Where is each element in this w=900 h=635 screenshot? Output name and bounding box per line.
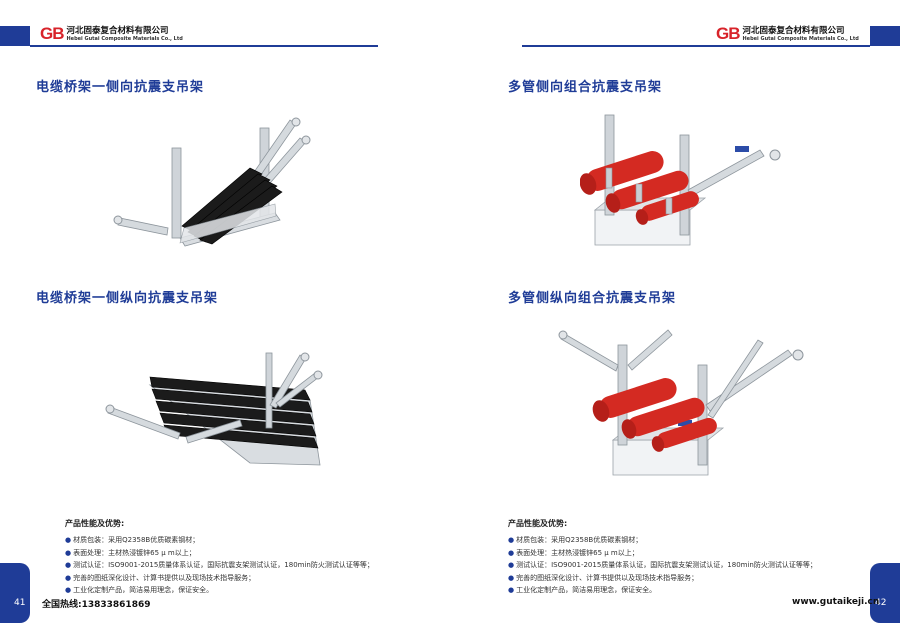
bullet-icon: ● xyxy=(508,536,515,545)
page-number-tab xyxy=(0,563,30,623)
bullet-icon: ● xyxy=(508,548,515,557)
features-list-right: 产品性能及优势: ●材质包装：采用Q2358B优质碳素钢材； ●表面处理：主材热… xyxy=(508,518,817,596)
feature-item: ●测试认证：ISO9001-2015质量体系认证，国际抗震支架测试认证，180m… xyxy=(508,561,817,570)
cable-tray-lateral-support-illustration xyxy=(113,117,311,247)
multi-pipe-lateral-support-illustration xyxy=(580,114,781,246)
bullet-icon: ● xyxy=(508,561,515,570)
company-name-cn: 河北固泰复合材料有限公司 xyxy=(742,25,845,36)
logo-mark: GB xyxy=(716,24,740,43)
website-link[interactable]: www.gutaikeji.cn xyxy=(792,597,880,607)
features-title: 产品性能及优势: xyxy=(508,519,568,528)
feature-item: ●完善的图纸深化设计、计算书提供以及现场技术指导服务； xyxy=(508,573,699,582)
header-rule xyxy=(30,45,378,47)
bullet-icon: ● xyxy=(65,548,72,557)
section-title-multi-pipe-longitudinal: 多管侧纵向组合抗震支吊架 xyxy=(508,291,677,306)
hotline: 全国热线:13833861869 xyxy=(42,600,151,610)
section-title-cable-tray-longitudinal: 电缆桥架一侧纵向抗震支吊架 xyxy=(36,291,219,306)
feature-item: ●测试认证：ISO9001-2015质量体系认证，国际抗震支架测试认证，180m… xyxy=(65,561,374,570)
bullet-icon: ● xyxy=(65,586,72,595)
bullet-icon: ● xyxy=(508,586,515,595)
section-title-multi-pipe-lateral: 多管侧向组合抗震支吊架 xyxy=(508,80,663,95)
left-page: GB 河北固泰复合材料有限公司 Hebei Gutai Composite Ma… xyxy=(0,24,378,623)
feature-item: ●工业化定制产品，简洁易用理念，保证安全。 xyxy=(65,586,214,595)
features-title: 产品性能及优势: xyxy=(65,519,125,528)
bullet-icon: ● xyxy=(508,573,515,582)
bullet-icon: ● xyxy=(65,561,72,570)
page-number-tab xyxy=(870,563,900,623)
page-number: 42 xyxy=(875,598,887,608)
feature-item: ●材质包装：采用Q2358B优质碳素钢材； xyxy=(65,536,200,545)
company-logo: GB 河北固泰复合材料有限公司 Hebei Gutai Composite Ma… xyxy=(716,25,859,43)
feature-item: ●表面处理：主材热浸镀锌65 μ m以上； xyxy=(508,548,639,557)
features-list-left: 产品性能及优势: ●材质包装：采用Q2358B优质碳素钢材； ●表面处理：主材热… xyxy=(65,518,374,596)
feature-item: ●工业化定制产品，简洁易用理念，保证安全。 xyxy=(508,586,657,595)
bullet-icon: ● xyxy=(65,536,72,545)
company-name-en: Hebei Gutai Composite Materials Co., Ltd xyxy=(742,35,859,42)
bullet-icon: ● xyxy=(65,573,72,582)
header-accent-bar xyxy=(870,26,900,46)
feature-item: ●完善的图纸深化设计、计算书提供以及现场技术指导服务； xyxy=(65,573,256,582)
feature-item: ●材质包装：采用Q2358B优质碳素钢材； xyxy=(508,536,643,545)
header-rule xyxy=(522,45,870,47)
company-name-en: Hebei Gutai Composite Materials Co., Ltd xyxy=(66,35,183,42)
page-number: 41 xyxy=(14,598,26,608)
feature-item: ●表面处理：主材热浸镀锌65 μ m以上； xyxy=(65,548,196,557)
header-accent-bar xyxy=(0,26,30,46)
company-logo: GB 河北固泰复合材料有限公司 Hebei Gutai Composite Ma… xyxy=(40,25,183,43)
company-name-cn: 河北固泰复合材料有限公司 xyxy=(66,25,169,36)
logo-mark: GB xyxy=(40,24,64,43)
multi-pipe-longitudinal-support-illustration xyxy=(558,329,804,476)
right-page: GB 河北固泰复合材料有限公司 Hebei Gutai Composite Ma… xyxy=(450,0,900,635)
cable-tray-longitudinal-support-illustration xyxy=(105,352,323,466)
section-title-cable-tray-lateral: 电缆桥架一侧向抗震支吊架 xyxy=(36,80,205,95)
